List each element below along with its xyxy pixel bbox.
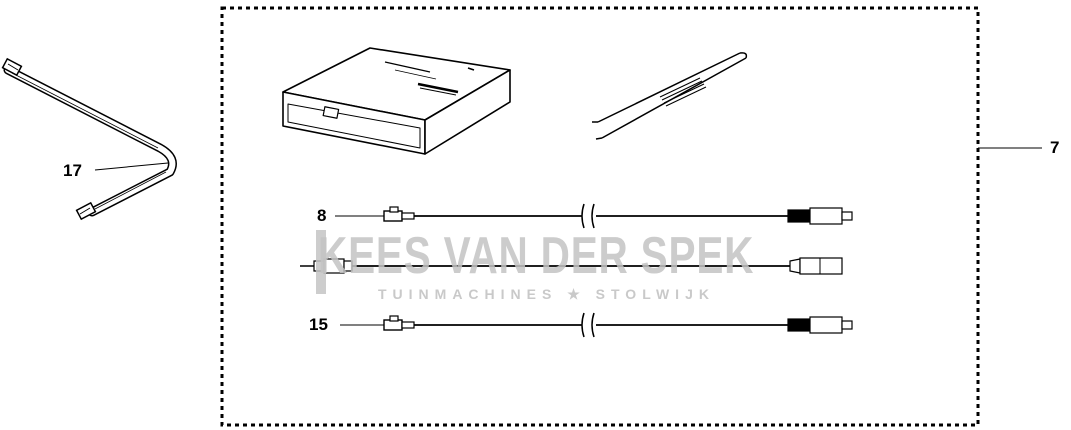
callout-kit: 7 <box>1050 138 1060 157</box>
callout-cable-bottom: 15 <box>309 315 328 334</box>
kit-frame <box>220 6 980 427</box>
watermark-name: KEES VAN DER SPEK <box>318 227 755 285</box>
cable-top <box>383 203 853 229</box>
cable-bottom <box>383 312 853 338</box>
leader-wrench <box>94 162 169 171</box>
hex-wrench <box>1 57 177 221</box>
tweezers <box>592 52 748 140</box>
watermark-tagline: TUINMACHINES ★ STOLWIJK <box>378 286 715 302</box>
callout-cable-top: 8 <box>317 206 327 225</box>
watermark-k-emblem <box>316 230 326 294</box>
callout-wrench: 17 <box>63 161 82 180</box>
tester-box <box>282 47 511 155</box>
